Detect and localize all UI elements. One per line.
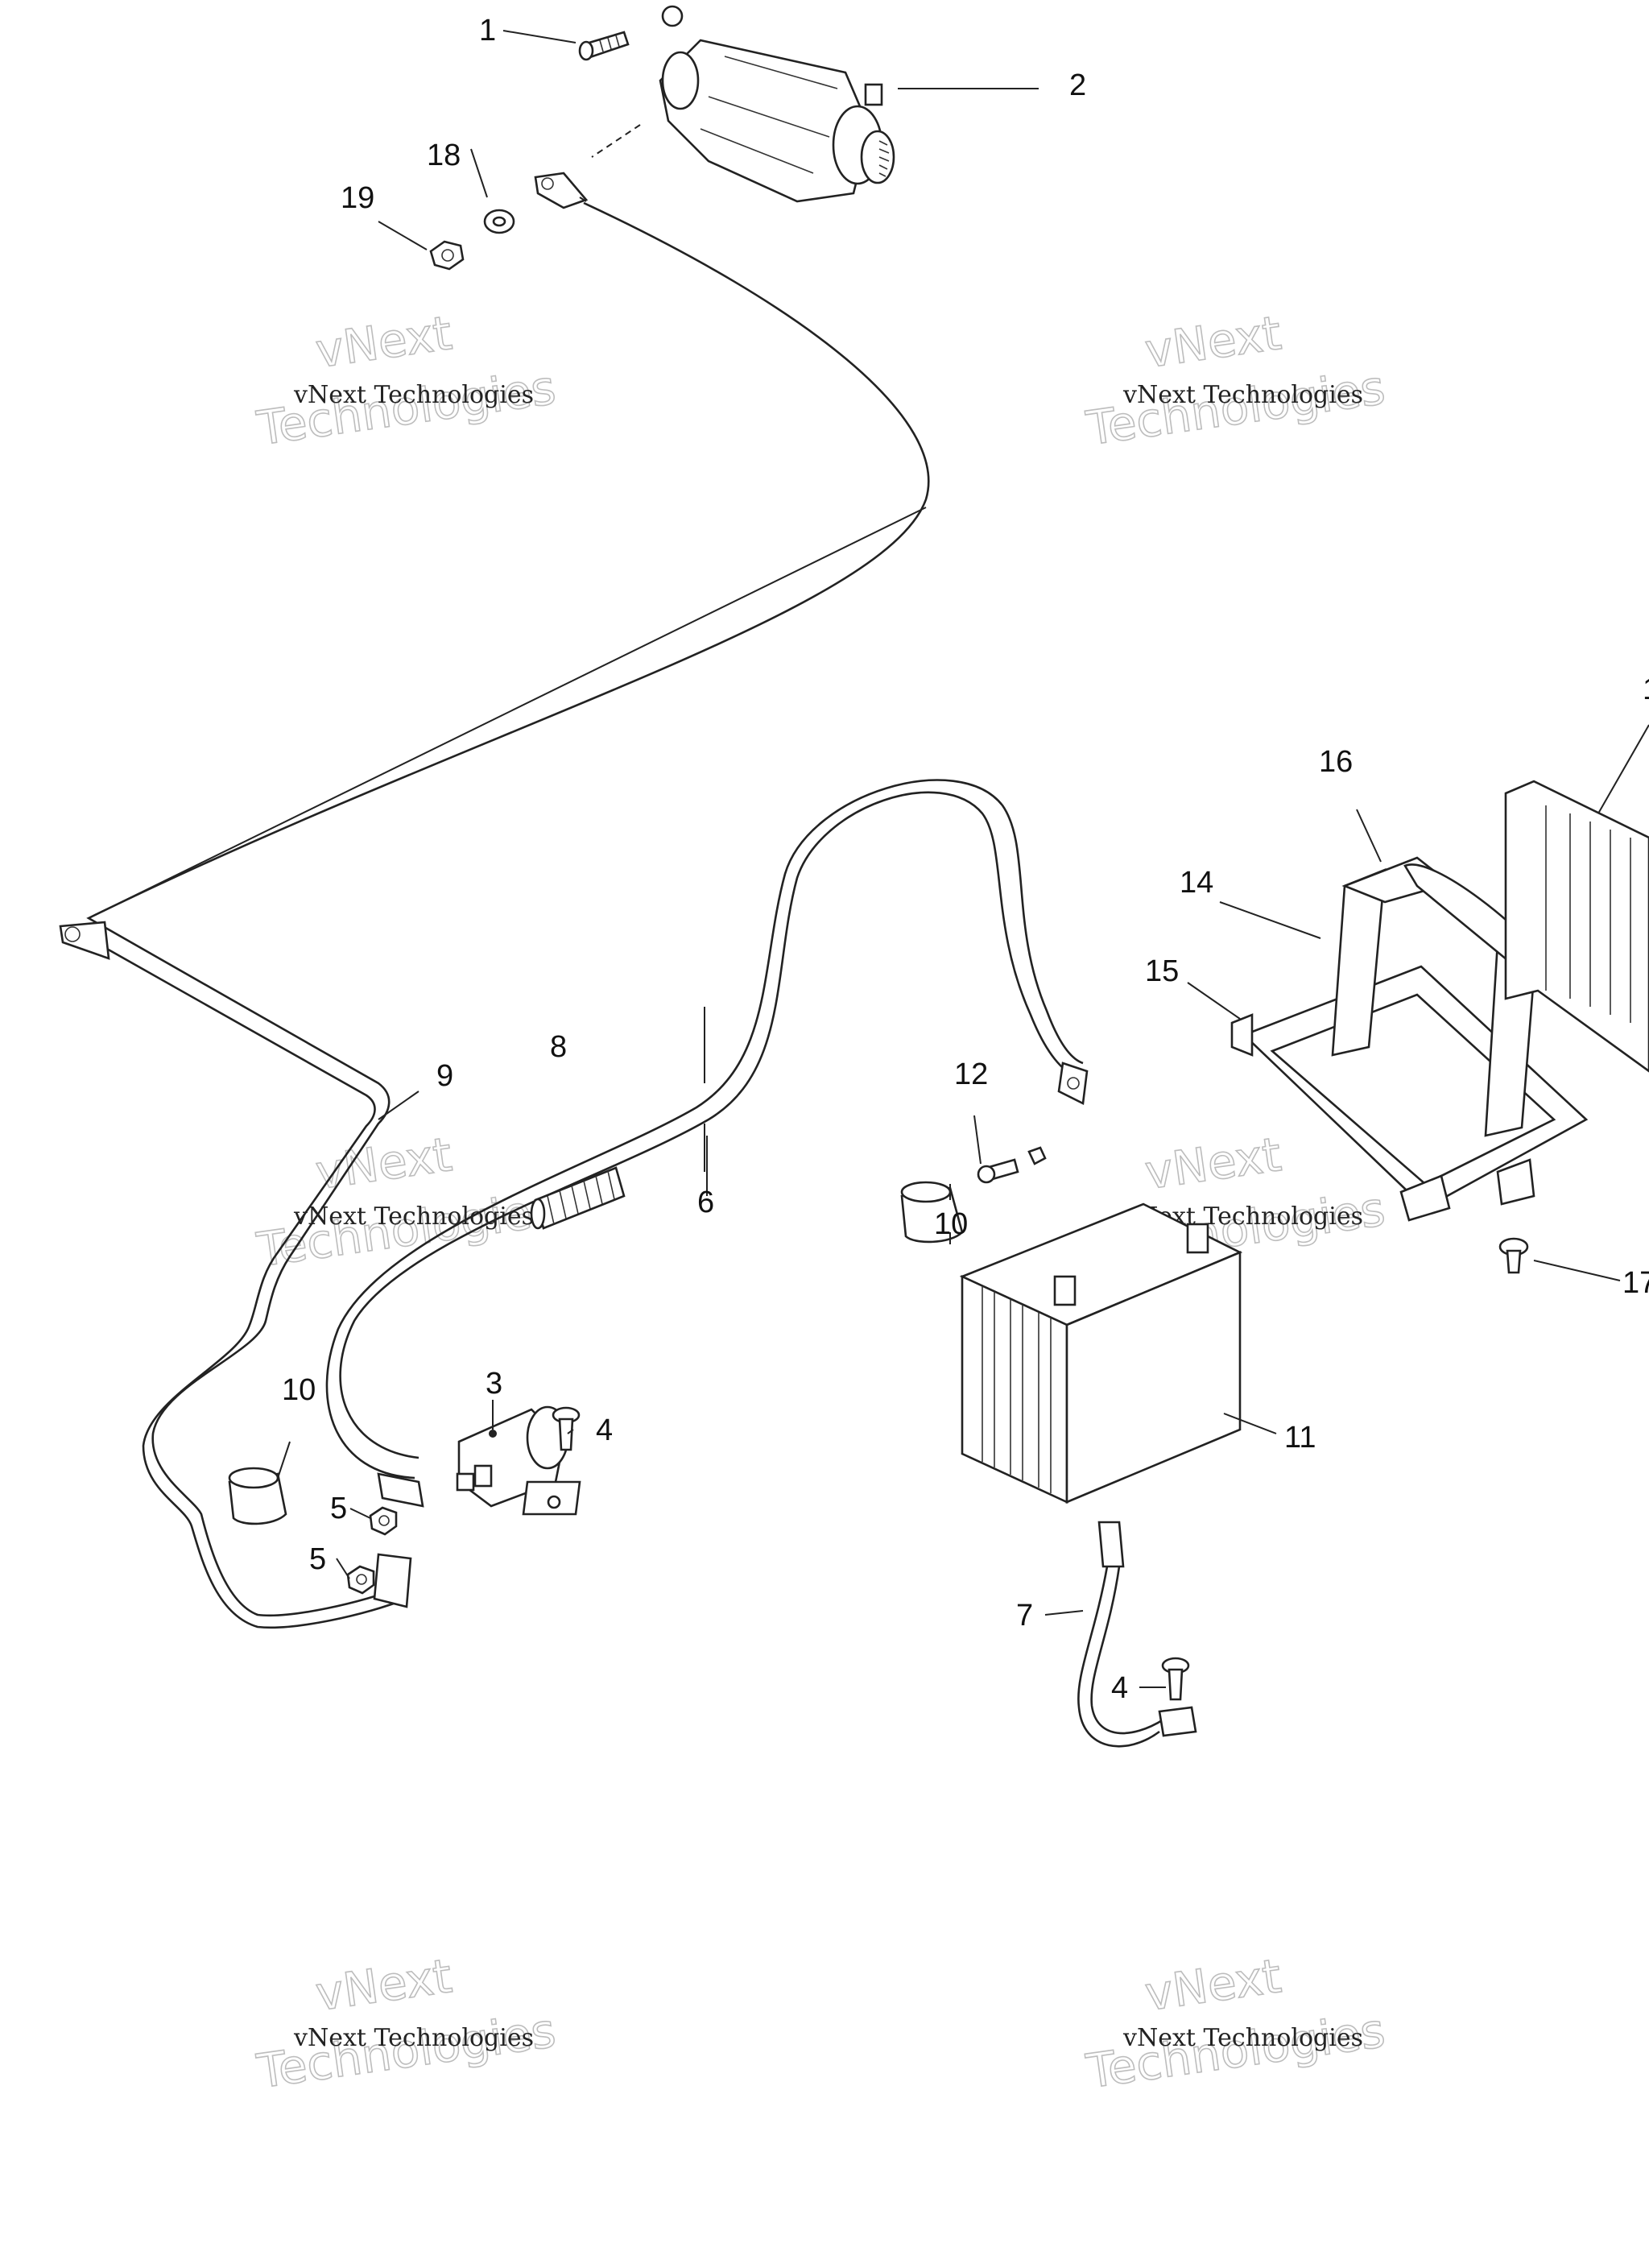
callout-15: 15 <box>1145 954 1179 988</box>
callout-12: 12 <box>954 1057 988 1091</box>
watermark-bottom-right: vNext Technologies vNext Technologies <box>1082 1947 1389 2100</box>
callout-7: 7 <box>1016 1599 1033 1633</box>
watermark-small-text: vNext Technologies <box>1122 2024 1363 2052</box>
terminal-boot-right <box>900 1181 964 1244</box>
solenoid-bolt <box>552 1406 581 1451</box>
callout-4-upper: 4 <box>596 1413 613 1447</box>
callout-10-right: 10 <box>934 1207 968 1241</box>
starter-solenoid <box>456 1405 581 1516</box>
callout-6: 6 <box>697 1186 714 1219</box>
battery-terminal-screw <box>977 1146 1047 1184</box>
negative-cable <box>1077 1566 1160 1748</box>
watermark-big-top: vNext <box>312 1948 455 2022</box>
battery-tray <box>1230 965 1589 1222</box>
callout-8: 8 <box>550 1030 567 1064</box>
callout-5-upper: 5 <box>330 1492 347 1525</box>
callout-11: 11 <box>1284 1421 1316 1455</box>
positive-cable-inner <box>325 779 1084 1480</box>
solenoid-nut-lower <box>346 1565 375 1595</box>
washer <box>483 209 515 234</box>
watermark-small-text: vNext Technologies <box>1122 381 1363 409</box>
watermark-top-right: vNext Technologies vNext Technologies <box>1082 304 1389 457</box>
watermark-big-top: vNext <box>1142 1127 1284 1200</box>
cable-end-solenoid <box>377 1472 424 1508</box>
tray-bolt <box>1498 1237 1529 1274</box>
starter-cable <box>86 201 930 1616</box>
watermark-big-top: vNext <box>312 305 455 379</box>
ring-terminal-top <box>534 172 589 209</box>
watermark-big-top: vNext <box>1142 1948 1284 2022</box>
callout-1: 1 <box>479 14 496 48</box>
watermark-big-top: vNext <box>1142 305 1284 379</box>
negative-cable-inner <box>1090 1566 1164 1735</box>
watermark-bottom-left: vNext Technologies vNext Technologies <box>253 1947 560 2100</box>
callout-5-lower: 5 <box>309 1542 326 1576</box>
callout-19: 19 <box>341 181 374 215</box>
positive-cable <box>339 791 1080 1459</box>
callout-2: 2 <box>1069 68 1086 102</box>
negative-cable-lug-top <box>1097 1521 1125 1568</box>
cable-end-right <box>1057 1062 1089 1105</box>
starter-motor <box>659 5 895 203</box>
watermark-small-text: vNext Technologies <box>293 1202 534 1231</box>
cable-end-left <box>59 921 110 960</box>
solenoid-terminal-lug <box>373 1553 412 1608</box>
nut <box>429 240 465 271</box>
callout-13: 1 <box>1643 673 1649 706</box>
terminal-boot-left <box>228 1467 287 1525</box>
watermark-small-text: vNext Technologies <box>293 381 534 409</box>
negative-cable-lug-bottom <box>1158 1706 1197 1737</box>
callout-numbers: 1 2 18 19 1 16 14 15 8 9 12 6 10 17 10 3… <box>282 14 1649 1705</box>
battery-cover <box>1504 780 1649 1073</box>
cable-sleeve <box>530 1166 626 1230</box>
callout-4-lower: 4 <box>1111 1671 1128 1705</box>
ground-bolt <box>1161 1657 1190 1701</box>
callout-18: 18 <box>427 139 461 172</box>
leader-lines <box>277 30 1649 1688</box>
starter-bolt <box>578 31 630 61</box>
callout-14: 14 <box>1180 866 1213 900</box>
watermark-top-left: vNext Technologies vNext Technologies <box>253 304 560 457</box>
battery <box>959 1202 1243 1504</box>
starter-cable-inner <box>92 939 407 1629</box>
watermark-small-text: vNext Technologies <box>293 2024 534 2052</box>
callout-17: 17 <box>1622 1266 1649 1300</box>
callout-3: 3 <box>486 1367 502 1401</box>
solenoid-nut-upper <box>369 1506 398 1536</box>
callout-16: 16 <box>1319 745 1353 779</box>
callout-10-left: 10 <box>282 1373 316 1407</box>
callout-9: 9 <box>436 1059 453 1093</box>
